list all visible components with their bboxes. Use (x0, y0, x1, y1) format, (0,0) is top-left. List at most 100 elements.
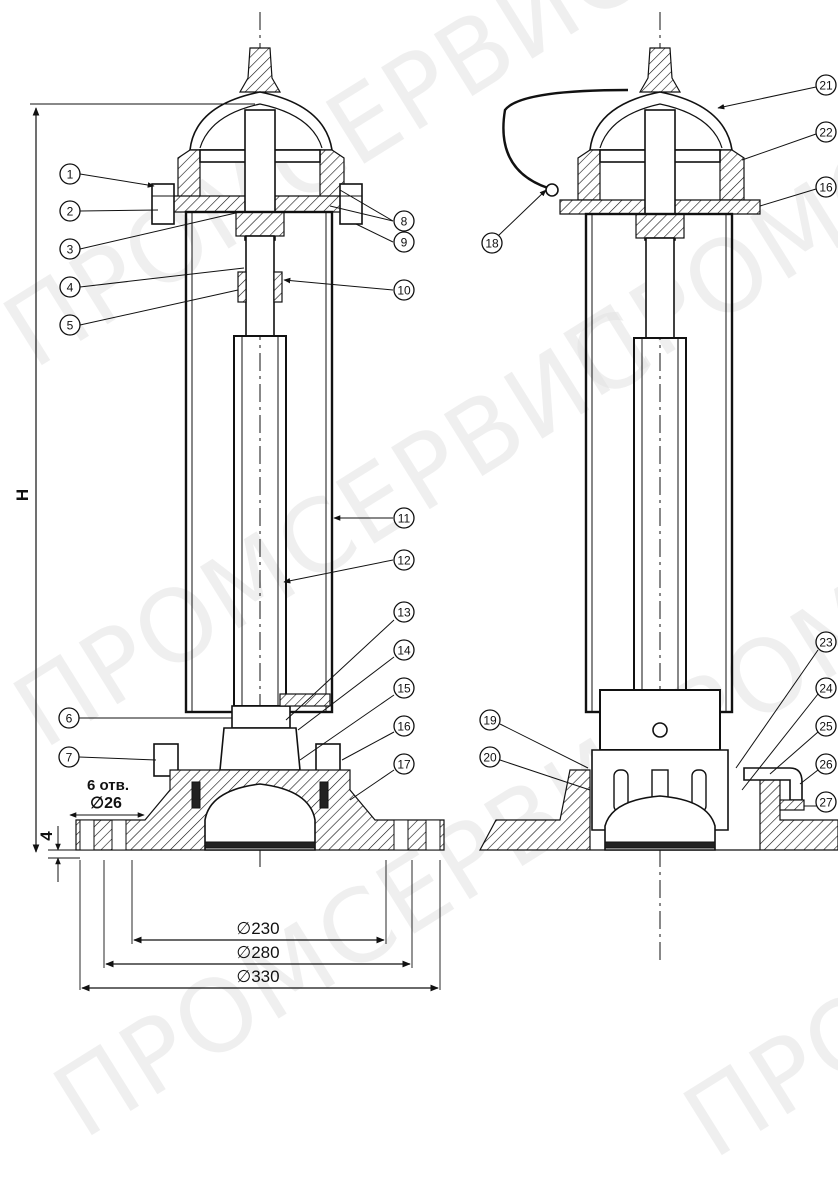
left-head-bolt-left (151, 183, 175, 225)
callout-18: 18 (481, 232, 503, 254)
callout-number: 12 (397, 554, 411, 568)
dim-d2-label: ∅280 (236, 943, 279, 962)
callout-14: 14 (393, 639, 415, 661)
right-chain (502, 88, 629, 190)
dim-d1-label: ∅230 (236, 919, 279, 938)
callout-circle (59, 276, 81, 298)
left-dome-inner (199, 103, 323, 149)
left-base-chamber (204, 783, 316, 851)
left-spring-left (191, 781, 201, 809)
callout-number: 11 (398, 512, 411, 526)
callout-circle (815, 677, 837, 699)
callout-2: 2 (59, 200, 81, 222)
callout-circle (393, 279, 415, 301)
callout-circle (815, 715, 837, 737)
callout-8: 8 (393, 210, 415, 232)
left-stem-nut (235, 211, 285, 237)
callout-number: 13 (397, 606, 411, 620)
right-top-nozzle (638, 47, 682, 93)
callout-circle (815, 121, 837, 143)
left-valve-body (219, 727, 301, 771)
callout-circle (58, 746, 80, 768)
dim-holes-line2: ∅26 (90, 795, 122, 812)
callout-number: 22 (819, 126, 833, 140)
callout-circle (393, 231, 415, 253)
callout-circle (815, 176, 837, 198)
right-view (479, 12, 838, 960)
callout-circle (481, 232, 503, 254)
callout-16: 16 (815, 176, 837, 198)
left-stem-sleeve-r (273, 271, 283, 303)
callout-circle (479, 709, 501, 731)
callout-9: 9 (393, 231, 415, 253)
left-stem-upper (245, 235, 275, 337)
left-valve-coupling (231, 705, 291, 729)
callout-circle (393, 715, 415, 737)
callout-11: 11 (393, 507, 415, 529)
callout-20: 20 (479, 746, 501, 768)
callout-26: 26 (815, 753, 837, 775)
callout-number: 16 (819, 181, 833, 195)
callout-number: 16 (397, 720, 411, 734)
left-top-nozzle (238, 47, 282, 93)
callout-6: 6 (58, 707, 80, 729)
callout-number: 18 (485, 237, 499, 251)
callout-circle (815, 74, 837, 96)
callout-circle (59, 200, 81, 222)
callout-number: 24 (819, 682, 833, 696)
callout-circle (393, 639, 415, 661)
callout-number: 25 (819, 720, 833, 734)
callout-24: 24 (815, 677, 837, 699)
callout-19: 19 (479, 709, 501, 731)
callout-circle (58, 707, 80, 729)
callout-number: 8 (401, 215, 408, 229)
callout-23: 23 (815, 631, 837, 653)
left-flange-hole-l1 (79, 819, 95, 851)
callout-number: 10 (397, 284, 411, 298)
callout-12: 12 (393, 549, 415, 571)
callout-number: 23 (819, 636, 833, 650)
callout-16: 16 (393, 715, 415, 737)
callout-27: 27 (815, 791, 837, 813)
callout-10: 10 (393, 279, 415, 301)
dim-h-label: H (13, 489, 32, 501)
callout-3: 3 (59, 238, 81, 260)
callout-4: 4 (59, 276, 81, 298)
callout-7: 7 (58, 746, 80, 768)
callout-circle (479, 746, 501, 768)
callout-5: 5 (59, 314, 81, 336)
right-base-chamber (604, 795, 716, 851)
callout-circle (393, 210, 415, 232)
hydrant-drawing: H 4 6 отв. ∅26 ∅230 ∅280 ∅330 (13, 12, 838, 992)
right-base-housing (479, 769, 838, 851)
callout-1: 1 (59, 163, 81, 185)
callout-circle (815, 753, 837, 775)
dim-holes-line1: 6 отв. (87, 777, 129, 794)
callout-circle (393, 549, 415, 571)
right-valve-box (599, 689, 721, 751)
callout-17: 17 (393, 753, 415, 775)
callout-22: 22 (815, 121, 837, 143)
dimensions: H 4 6 отв. ∅26 ∅230 ∅280 ∅330 (13, 103, 441, 992)
dim-gap-label: 4 (37, 831, 56, 841)
callout-circle (815, 791, 837, 813)
callout-number: 9 (401, 236, 408, 250)
callout-15: 15 (393, 677, 415, 699)
left-flange-hole-r1 (393, 819, 409, 851)
callout-21: 21 (815, 74, 837, 96)
callout-number: 26 (819, 758, 833, 772)
left-seal-bar (204, 841, 316, 849)
callout-circle (59, 163, 81, 185)
callout-number: 2 (67, 205, 74, 219)
callouts: 1234567891011121314151617181920212216232… (58, 74, 837, 813)
callout-number: 17 (397, 758, 411, 772)
right-drain-pipe (743, 767, 803, 801)
callout-number: 3 (67, 243, 74, 257)
callout-number: 20 (483, 751, 497, 765)
callout-13: 13 (393, 601, 415, 623)
left-head-right-wall (319, 149, 345, 201)
left-spring-right (319, 781, 329, 809)
callout-circle (59, 314, 81, 336)
right-head-right-wall (719, 149, 745, 201)
